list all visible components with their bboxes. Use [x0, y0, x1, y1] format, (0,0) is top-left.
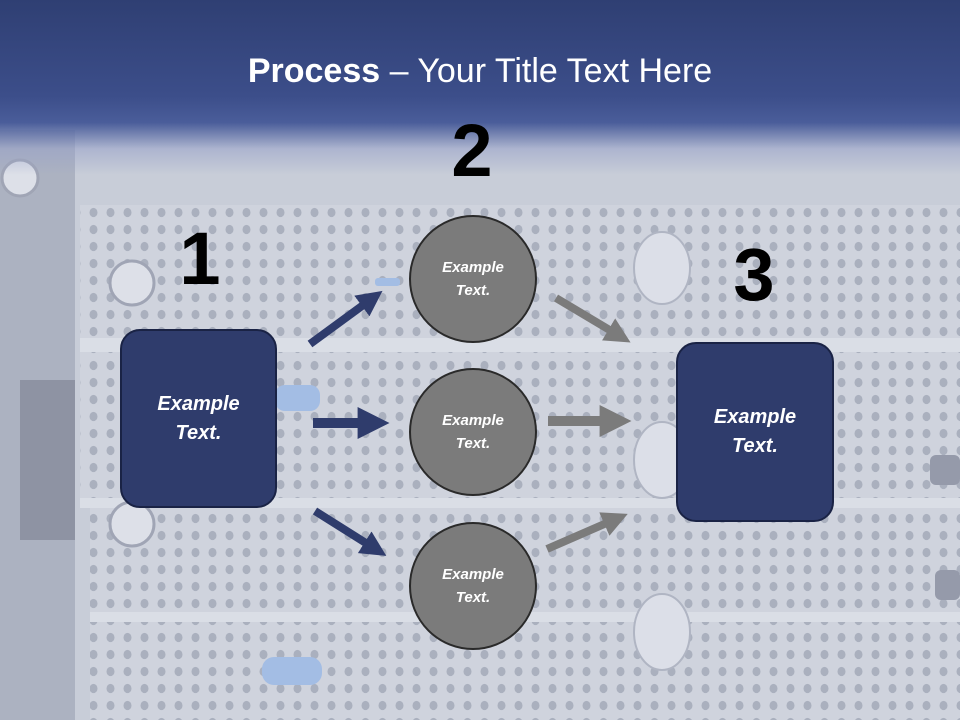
- step-3-box: Example Text.: [676, 342, 834, 522]
- step-2-circle-top: Example Text.: [409, 215, 537, 343]
- step-number-3: 3: [733, 233, 775, 316]
- arrow-left-to-bottom: [312, 507, 387, 556]
- step-1-box: Example Text.: [120, 329, 277, 508]
- step-number-1: 1: [179, 217, 221, 300]
- arrow-top-to-right: [553, 294, 631, 343]
- step-2-circle-bottom: Example Text.: [409, 522, 537, 650]
- header-band: [0, 0, 960, 175]
- arrow-left-to-top: [307, 290, 383, 348]
- circle-top-text: Example Text.: [442, 259, 504, 299]
- step-number-2: 2: [451, 109, 493, 192]
- step-3-box-text: Example Text.: [713, 406, 797, 457]
- step-1-box-text: Example Text.: [157, 392, 240, 444]
- step-2-circle-middle: Example Text.: [409, 368, 537, 496]
- title-rest-part: – Your Title Text Here: [380, 52, 713, 90]
- arrow-bottom-to-right: [545, 512, 628, 553]
- title-bold-part: Process: [247, 52, 381, 90]
- circle-middle-text: Example Text.: [442, 412, 504, 452]
- slide-title: Process – Your Title Text Here: [0, 52, 960, 91]
- circle-bottom-text: Example Text.: [442, 566, 504, 606]
